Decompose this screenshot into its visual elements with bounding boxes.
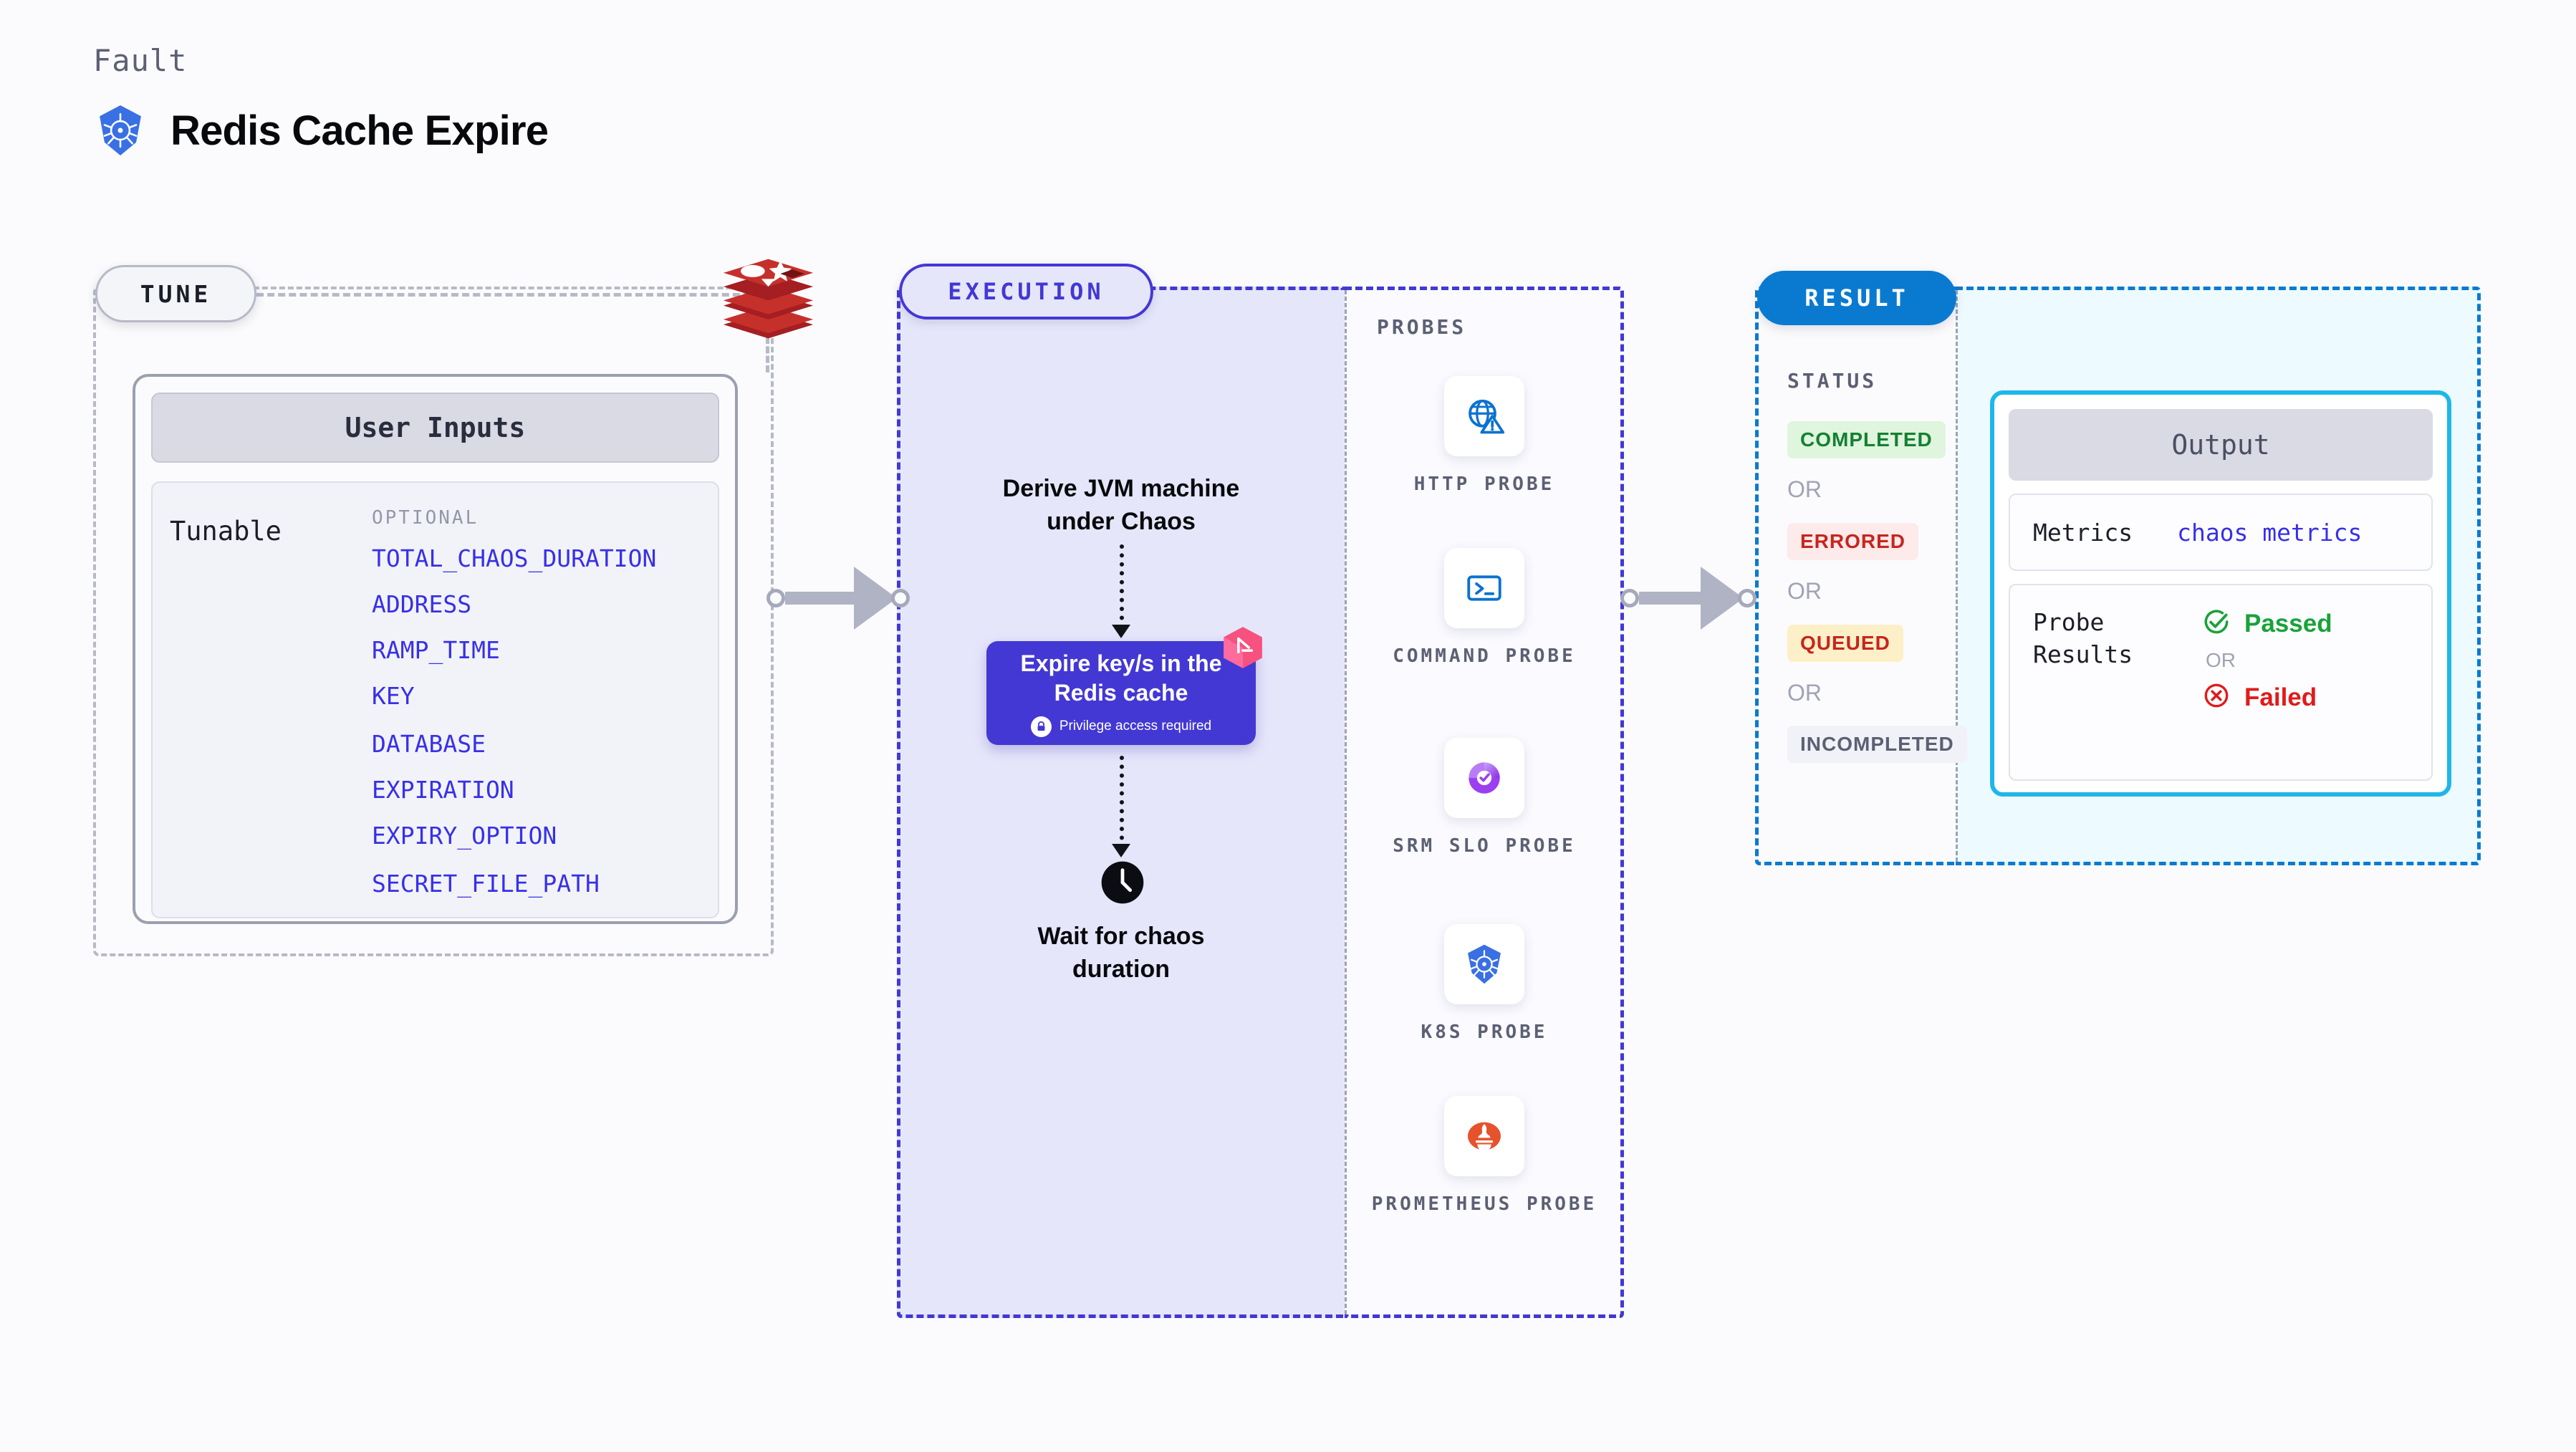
param-expiration[interactable]: EXPIRATION (372, 776, 514, 804)
probe-results-key: Probe Results (2033, 608, 2133, 668)
param-expiry-option[interactable]: EXPIRY_OPTION (372, 822, 557, 850)
probe-prometheus[interactable]: PROMETHEUS PROBE (1345, 1096, 1624, 1217)
eyebrow-label: Fault (93, 43, 188, 78)
probe-result-passed: Passed (2201, 607, 2332, 640)
metrics-value[interactable]: chaos metrics (2177, 518, 2363, 547)
execution-step-wait: Wait for chaos duration (1037, 923, 1205, 983)
tune-stage-pill[interactable]: TUNE (95, 265, 256, 322)
privilege-text: Privilege access required (1059, 718, 1212, 734)
param-total-chaos-duration[interactable]: TOTAL_CHAOS_DURATION (372, 544, 657, 572)
output-title: Output (2009, 409, 2433, 481)
lock-icon (1030, 716, 1052, 737)
redis-logo-icon (716, 252, 820, 345)
flow-arrow-2 (1112, 844, 1130, 857)
connector-dot-start (1620, 589, 1639, 607)
tunable-params-list: OPTIONAL TOTAL_CHAOS_DURATION ADDRESS RA… (372, 507, 657, 898)
srm-slo-icon (1444, 738, 1524, 818)
failed-label: Failed (2244, 683, 2317, 711)
flow-dotted-line-1 (1120, 544, 1124, 629)
kubernetes-icon (1444, 924, 1524, 1004)
flow-dotted-line-2 (1120, 756, 1124, 849)
metrics-row: Metrics chaos metrics (2009, 494, 2433, 571)
user-inputs-title: User Inputs (151, 393, 719, 463)
probe-results-row: Probe Results Passed OR (2009, 584, 2433, 781)
connector-arrowhead (854, 567, 897, 630)
connector-dot-start (766, 589, 785, 607)
status-badge-errored: ERRORED (1787, 523, 1919, 560)
probes-title: PROBES (1377, 315, 1467, 339)
param-database[interactable]: DATABASE (372, 730, 486, 758)
output-card: Output Metrics chaos metrics Probe Resul… (1990, 390, 2451, 797)
status-badge-completed: COMPLETED (1787, 421, 1946, 458)
param-key[interactable]: KEY (372, 682, 415, 710)
probe-prometheus-label: PROMETHEUS PROBE (1371, 1193, 1597, 1215)
litmus-chaos-logo-icon (1221, 625, 1265, 670)
probe-results-values: Passed OR Failed (2201, 607, 2332, 758)
status-or-2: OR (1787, 578, 1822, 604)
optional-label: OPTIONAL (372, 507, 479, 529)
metrics-key: Metrics (2033, 518, 2133, 547)
result-stage-pill[interactable]: RESULT (1757, 271, 1956, 325)
connector-dot-end (891, 589, 910, 607)
redis-connector-line (766, 337, 769, 372)
tunable-label: Tunable (170, 516, 282, 547)
privilege-row: Privilege access required (1030, 716, 1212, 737)
status-or-3: OR (1787, 680, 1822, 706)
probe-http-label: HTTP PROBE (1413, 473, 1555, 495)
connector-bar (1639, 592, 1701, 605)
result-status-panel (1755, 287, 1956, 865)
page-title: Redis Cache Expire (170, 107, 549, 154)
probe-command-label: COMMAND PROBE (1393, 645, 1576, 667)
status-badge-queued: QUEUED (1787, 625, 1903, 662)
connector-dot-end (1738, 589, 1756, 607)
kubernetes-logo-icon (93, 102, 148, 158)
user-inputs-card: User Inputs Tunable OPTIONAL TOTAL_CHAOS… (133, 374, 738, 924)
page-header: Fault Redis Cache Expire (93, 43, 549, 158)
param-address[interactable]: ADDRESS (372, 590, 472, 618)
probes-divider (1345, 290, 1347, 1314)
x-circle-icon (2201, 681, 2231, 714)
chaos-card-title: Expire key/s in the Redis cache (1020, 650, 1222, 706)
probe-command[interactable]: COMMAND PROBE (1345, 548, 1624, 669)
prometheus-icon (1444, 1096, 1524, 1176)
probe-result-or: OR (2206, 649, 2236, 671)
probe-k8s-label: K8S PROBE (1421, 1021, 1548, 1043)
status-badge-incompleted: INCOMPLETED (1787, 726, 1967, 763)
tune-connector-line (256, 293, 751, 297)
title-row: Redis Cache Expire (93, 102, 549, 158)
status-or-1: OR (1787, 476, 1822, 502)
execution-step-derive: Derive JVM machine under Chaos (1002, 475, 1240, 535)
probe-srm-slo-label: SRM SLO PROBE (1393, 835, 1576, 857)
terminal-icon (1444, 548, 1524, 628)
flow-arrow-1 (1112, 625, 1130, 638)
probe-result-failed: Failed (2201, 681, 2332, 714)
connector-execution-to-result (1620, 567, 1756, 630)
chaos-action-card[interactable]: Expire key/s in the Redis cache Privileg… (986, 627, 1262, 745)
tunable-section: Tunable OPTIONAL TOTAL_CHAOS_DURATION AD… (151, 481, 719, 918)
connector-bar (785, 592, 854, 605)
connector-arrowhead (1701, 567, 1744, 630)
status-title: STATUS (1787, 369, 1878, 393)
probe-http[interactable]: HTTP PROBE (1345, 376, 1624, 497)
result-divider (1956, 290, 1958, 862)
param-ramp-time[interactable]: RAMP_TIME (372, 636, 500, 664)
probe-srm-slo[interactable]: SRM SLO PROBE (1345, 738, 1624, 859)
check-circle-icon (2201, 607, 2231, 640)
probe-k8s[interactable]: K8S PROBE (1345, 924, 1624, 1045)
clock-icon (1100, 860, 1145, 905)
param-secret-file-path[interactable]: SECRET_FILE_PATH (372, 870, 600, 898)
globe-warning-icon (1444, 376, 1524, 456)
connector-tune-to-execution (766, 567, 910, 630)
execution-stage-pill[interactable]: EXECUTION (899, 264, 1153, 319)
tune-panel (93, 287, 774, 956)
passed-label: Passed (2244, 609, 2332, 638)
